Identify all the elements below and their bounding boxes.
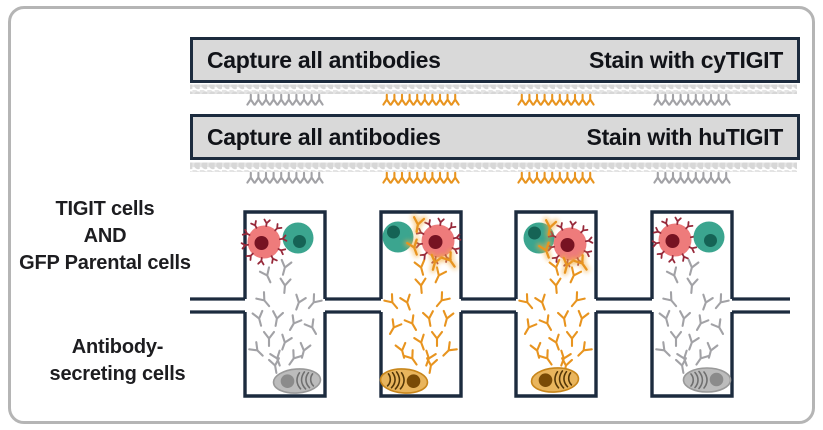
label-line: secreting cells [49, 363, 186, 385]
antibody-group [518, 95, 593, 105]
antibody-group [247, 95, 322, 105]
banner-capture-cytigit: Capture all antibodies Stain with cyTIGI… [190, 37, 800, 83]
secreted-antibodies [249, 260, 321, 374]
tigit-red-cell [653, 218, 698, 263]
antibody-group [383, 173, 458, 183]
banner-left-label: Capture all antibodies [207, 123, 441, 150]
antibody-secreting-cell [379, 367, 429, 395]
bead-strip-bottom [190, 162, 797, 172]
antibody-group [247, 173, 322, 183]
label-line: TIGIT cells [55, 198, 155, 220]
label-tigit-gfp-cells: TIGIT cells AND GFP Parental cells [14, 196, 196, 277]
banner-capture-hutigit: Capture all antibodies Stain with huTIGI… [190, 114, 800, 160]
captured-antibody-row-1 [247, 95, 729, 105]
antibody-group [654, 173, 729, 183]
tigit-red-cell [242, 220, 287, 265]
antibody-group [383, 95, 458, 105]
antibody-secreting-cell [683, 368, 731, 392]
banner-right-label: Stain with cyTIGIT [589, 46, 783, 73]
bead-strip-top [190, 84, 797, 94]
flow-channel-lines [190, 297, 790, 314]
secreted-antibodies [519, 260, 591, 374]
banner-left-label: Capture all antibodies [207, 46, 441, 73]
label-line: AND [83, 225, 127, 247]
label-antibody-secreting-cells: Antibody- secreting cells [25, 334, 210, 388]
antibody-group [518, 173, 593, 183]
nanowell-2 [379, 217, 461, 395]
label-line: GFP Parental cells [19, 252, 191, 274]
gfp-teal-cell [693, 221, 725, 253]
secreted-antibodies [384, 260, 456, 374]
nanowell-4 [653, 218, 731, 392]
banner-right-label: Stain with huTIGIT [586, 123, 784, 150]
captured-antibody-row-2 [247, 173, 729, 183]
label-line: Antibody- [71, 336, 164, 358]
gfp-teal-cell [282, 222, 314, 254]
antibody-group [654, 95, 729, 105]
antibody-secreting-cell [530, 366, 580, 394]
secreted-antibodies [656, 260, 728, 374]
nanowell-1 [242, 220, 322, 395]
antibody-secreting-cell [272, 367, 322, 395]
nanowell-3 [519, 220, 592, 394]
nanowell-outlines [243, 210, 734, 398]
